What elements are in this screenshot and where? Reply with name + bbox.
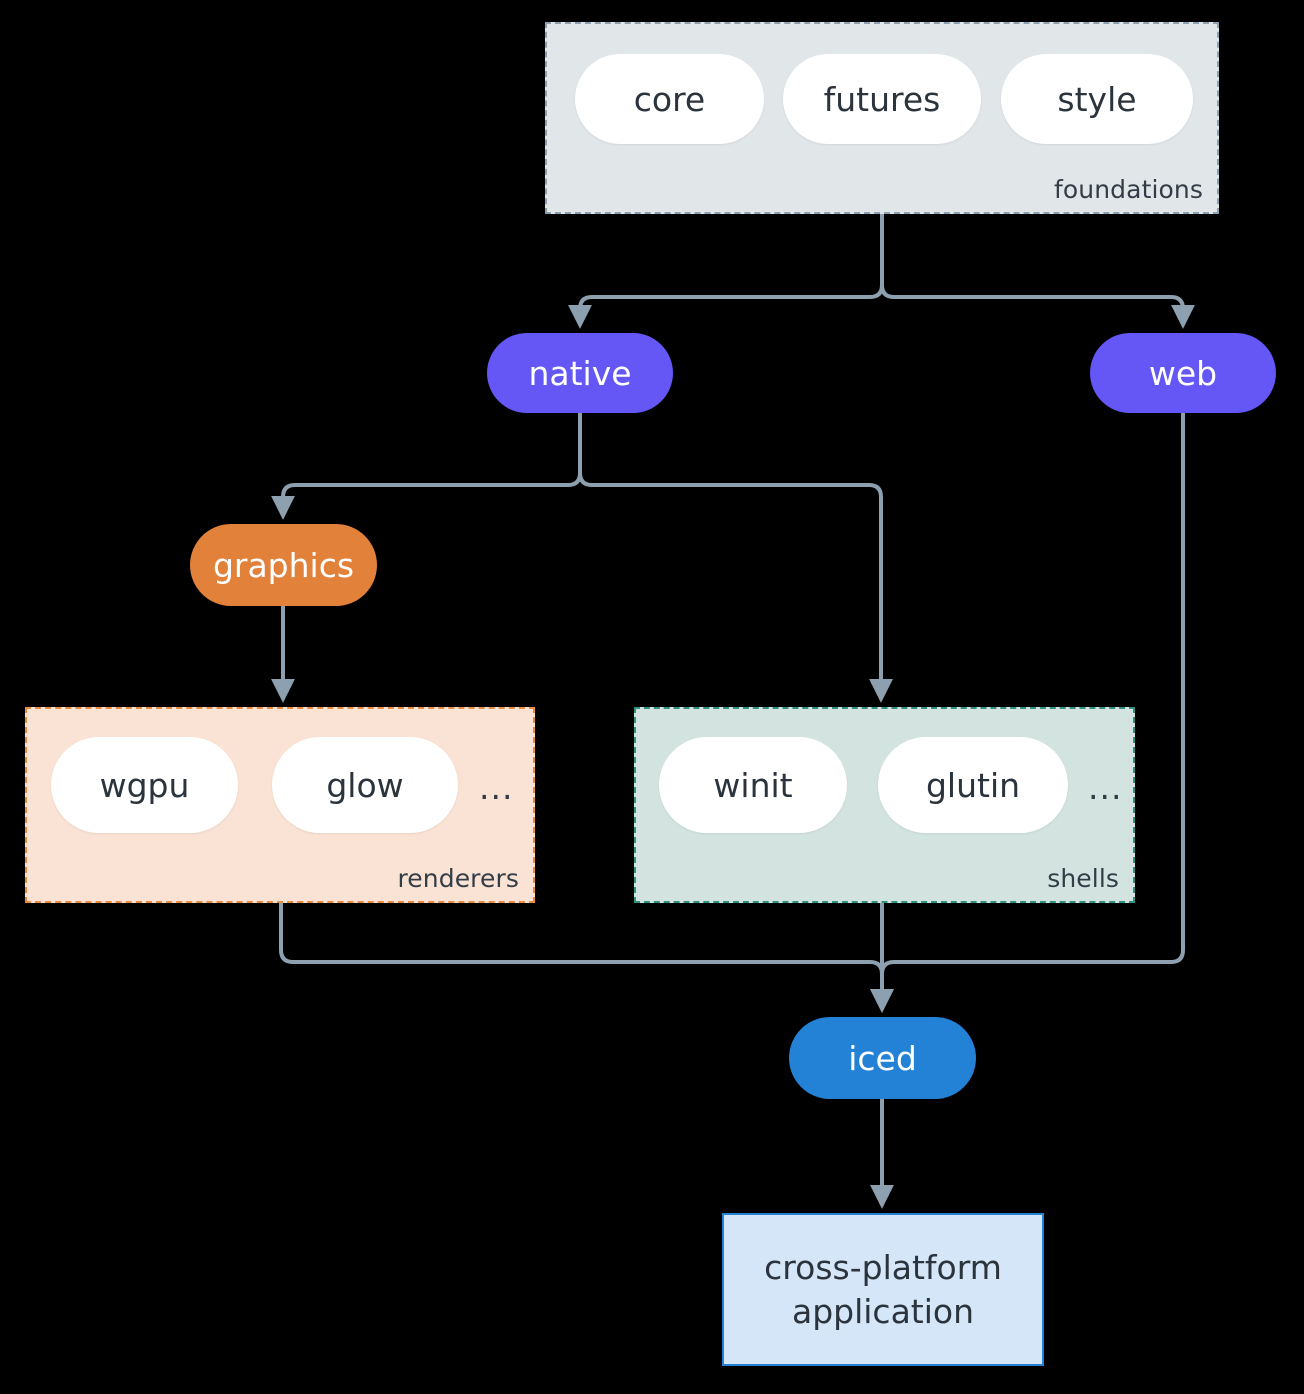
application-label-line2: application [791,1291,975,1331]
edge-native-graphics [271,413,582,520]
pill-glow-label: glow [326,765,404,805]
edge-renderers-iced [279,903,894,1013]
cluster-renderers-label: renderers [397,864,519,893]
node-iced-label: iced [848,1038,917,1078]
pill-style[interactable]: style [1001,54,1193,144]
cluster-foundations-label: foundations [1054,175,1203,204]
application-label-line1: cross-platform [764,1247,1002,1287]
pill-glow[interactable]: glow [272,737,458,833]
pill-style-label: style [1057,79,1137,119]
cluster-shells: winit glutin ... shells [634,707,1135,903]
pill-winit[interactable]: winit [659,737,847,833]
edge-foundations-native [568,214,884,329]
node-web[interactable]: web [1090,333,1276,413]
node-native-label: native [528,353,632,393]
node-web-label: web [1148,353,1218,393]
node-graphics-label: graphics [212,545,355,585]
shells-more-ellipsis: ... [1088,768,1123,807]
pill-futures-label: futures [823,79,941,119]
node-native[interactable]: native [487,333,673,413]
node-iced[interactable]: iced [789,1017,976,1099]
renderers-more-ellipsis: ... [479,768,514,807]
cluster-renderers: wgpu glow ... renderers [25,707,535,903]
node-cross-platform-application[interactable]: cross-platform application [722,1213,1044,1366]
pill-wgpu[interactable]: wgpu [51,737,238,833]
pill-glutin-label: glutin [925,765,1021,805]
pill-wgpu-label: wgpu [99,765,190,805]
edge-native-shells [578,413,893,703]
pill-core-label: core [633,79,706,119]
cluster-foundations: core futures style foundations [545,22,1219,214]
pill-futures[interactable]: futures [783,54,981,144]
pill-glutin[interactable]: glutin [878,737,1068,833]
pill-core[interactable]: core [575,54,764,144]
edge-foundations-web [880,214,1195,329]
pill-winit-label: winit [713,765,793,805]
node-graphics[interactable]: graphics [190,524,377,606]
cluster-shells-label: shells [1047,864,1119,893]
